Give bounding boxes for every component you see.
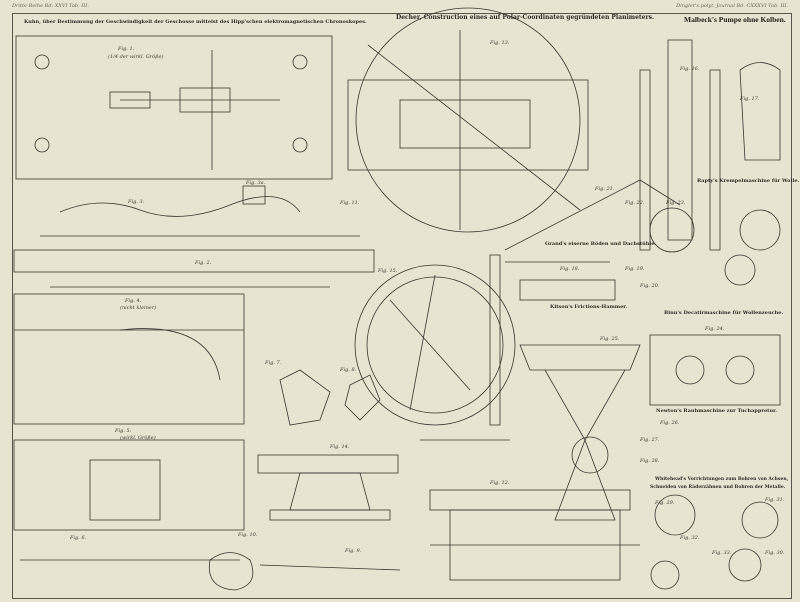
fig-label: Fig. 21.: [595, 186, 615, 192]
fig-label: Fig. 7.: [265, 360, 282, 366]
fig-label: Fig. 5.: [115, 428, 132, 434]
title-grand: Grand's eiserne Böden und Dachstühle.: [545, 241, 657, 247]
fig-label: Fig. 26.: [660, 420, 680, 426]
title-binn: Binn's Decatirmaschine für Wollenzeuche.: [664, 310, 784, 316]
plate-border: [12, 13, 792, 599]
fig-label: Fig. 11.: [340, 200, 360, 206]
fig-label: Fig. 32.: [680, 535, 700, 541]
fig-label: Fig. 16.: [680, 66, 700, 72]
header-right: Dingler's polyt. Journal Bd. CXXXVI Tab.…: [676, 3, 788, 9]
title-kuhn: Kuhn, über Bestimmung der Geschwindigkei…: [24, 19, 367, 25]
fig-label: Fig. 23.: [666, 200, 686, 206]
fig-label: Fig. 9.: [345, 548, 362, 554]
scale-label: (nicht kleiner): [120, 305, 157, 311]
fig-label: Fig. 20.: [640, 283, 660, 289]
fig-label: Fig. 17.: [740, 96, 760, 102]
fig-label: Fig. 10.: [238, 532, 258, 538]
fig13-circle: [355, 7, 581, 233]
scale-label: (1/4 der wirkl. Größe): [108, 54, 164, 60]
fig-label: Fig. 30.: [765, 550, 785, 556]
title-newton: Newton's Rauhmaschine zur Tuchappretur.: [656, 408, 778, 414]
fig-label: Fig. 15.: [378, 268, 398, 274]
fig-label: Fig. 6.: [70, 535, 87, 541]
fig1-plate: [15, 35, 333, 180]
fig-label: Fig. 29.: [655, 500, 675, 506]
fig-label: Fig. 25.: [600, 336, 620, 342]
fig-label: Fig. 24.: [705, 326, 725, 332]
title-whitehead-2: Schneiden von Räderzähnen und Bohren der…: [650, 485, 786, 490]
fig-label: Fig. 28.: [640, 458, 660, 464]
fig-label: Fig. 31.: [765, 497, 785, 503]
fig-label: Fig. 2.: [195, 260, 212, 266]
scale-label: (wirkl. Größe): [120, 435, 156, 441]
fig-label: Fig. 19.: [625, 266, 645, 272]
title-decher: Decher, Construction eines auf Polar-Coo…: [396, 14, 655, 21]
fig-label: Fig. 13.: [490, 40, 510, 46]
fig-label: Fig. 14.: [330, 444, 350, 450]
fig-label: Fig. 3a.: [246, 180, 266, 186]
fig-label: Fig. 1.: [118, 46, 135, 52]
fig-label: Fig. 4.: [125, 298, 142, 304]
fig-label: Fig. 12.: [490, 480, 510, 486]
title-malbeck: Malbeck's Pumpe ohne Kolben.: [684, 15, 786, 24]
fig-label: Fig. 3.: [128, 199, 145, 205]
fig-label: Fig. 27.: [640, 437, 660, 443]
header-left: Dritte Reihe Bd. XXVI Tab. III.: [12, 3, 89, 9]
fig-label: Fig. 22.: [625, 200, 645, 206]
fig-label: Fig. 8.: [340, 367, 357, 373]
title-kitson: Kitson's Frictions-Hammer.: [550, 304, 628, 310]
title-rapty: Rapty's Krempelmaschine für Wolle.: [697, 178, 800, 184]
fig15-circle: [354, 264, 516, 426]
fig-label: Fig. 18.: [560, 266, 580, 272]
fig-label: Fig. 33.: [712, 550, 732, 556]
title-whitehead-1: Whitehead's Vorrichtungen zum Bohren von…: [655, 477, 789, 482]
